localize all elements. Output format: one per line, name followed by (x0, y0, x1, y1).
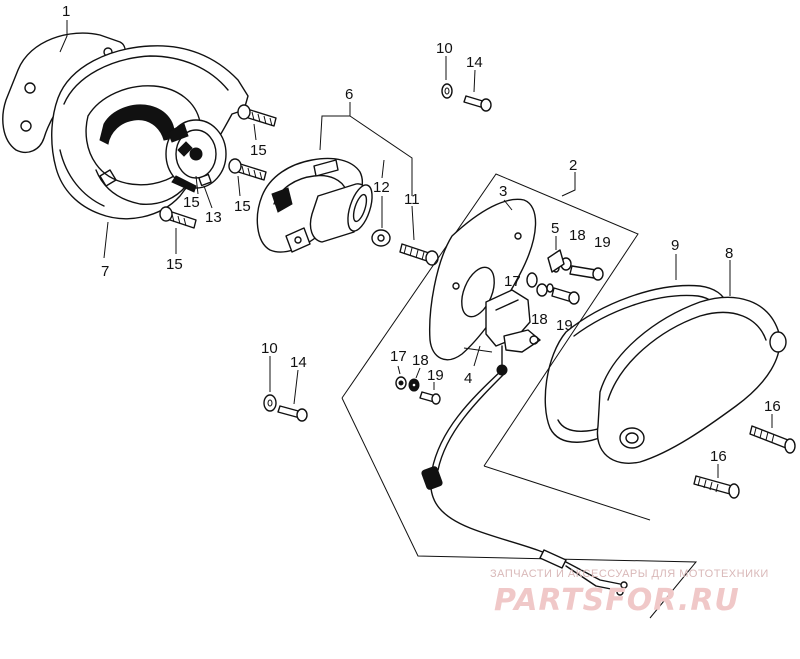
part-numbers: 1 2 3 4 5 6 7 8 9 10 10 11 12 13 14 14 1… (62, 3, 781, 465)
washer-18-left (408, 378, 420, 392)
label-part-19-middle: 19 (556, 317, 573, 334)
label-part-6: 6 (345, 86, 353, 103)
label-part-9: 9 (671, 237, 679, 254)
advancer-part-6 (256, 157, 373, 253)
label-part-10-upper: 10 (436, 40, 453, 57)
label-part-17-lower: 17 (390, 348, 407, 365)
label-part-16-upper: 16 (764, 398, 781, 415)
label-part-17-box: 17 (504, 273, 521, 290)
label-part-15-a: 15 (250, 142, 267, 159)
leader-lines (59, 20, 773, 478)
label-part-7: 7 (101, 263, 109, 280)
label-part-14-lower: 14 (290, 354, 307, 371)
housing-part-7 (2, 32, 249, 220)
washer-12 (371, 229, 391, 247)
label-part-2: 2 (569, 157, 577, 174)
screw-14-upper (463, 95, 492, 112)
base-plate-part-3 (429, 198, 541, 376)
screw-14-lower (277, 405, 308, 422)
washer-10-lower (263, 394, 277, 412)
label-part-3: 3 (499, 183, 507, 200)
label-part-18-upper: 18 (569, 227, 586, 244)
screw-15-lower (159, 206, 197, 229)
label-part-1: 1 (62, 3, 70, 20)
screw-15-middle (228, 158, 267, 181)
watermark-tagline: ЗАПЧАСТИ И АКСЕССУАРЫ ДЛЯ МОТОТЕХНИКИ (490, 568, 769, 580)
label-part-19-upper: 19 (594, 234, 611, 251)
label-part-14-upper: 14 (466, 54, 483, 71)
clip-part-5 (547, 249, 565, 273)
label-part-15-d: 15 (166, 256, 183, 273)
label-part-4: 4 (464, 370, 472, 387)
watermark-logo: PARTSFOR.RU (494, 583, 740, 618)
label-part-12: 12 (373, 179, 390, 196)
label-part-8: 8 (725, 245, 733, 262)
label-part-10-lower: 10 (261, 340, 278, 357)
washer-17-lower (395, 376, 407, 390)
label-part-16-lower: 16 (710, 448, 727, 465)
label-part-19-lower: 19 (427, 367, 444, 384)
label-part-5: 5 (551, 220, 559, 237)
label-part-18-middle: 18 (531, 311, 548, 328)
screw-15-upper (237, 104, 277, 127)
screw-19-left (419, 391, 441, 405)
label-part-15-c: 15 (234, 198, 251, 215)
screw-16-lower (693, 475, 740, 499)
label-part-15-b: 15 (183, 194, 200, 211)
screw-19-lower (551, 287, 580, 305)
washer-18-lower (536, 283, 554, 297)
label-part-11: 11 (404, 191, 420, 208)
label-part-13: 13 (205, 209, 222, 226)
lead-wire (421, 369, 628, 596)
screw-16-upper (749, 425, 796, 454)
label-part-18-lower: 18 (412, 352, 429, 369)
washer-17-box (526, 272, 538, 288)
bolt-11 (399, 243, 439, 266)
washer-10-upper (441, 83, 453, 99)
cover-part-8 (596, 296, 787, 464)
screw-19-upper (569, 265, 604, 281)
watermark: ЗАПЧАСТИ И АКСЕССУАРЫ ДЛЯ МОТОТЕХНИКИ PA… (490, 568, 769, 618)
